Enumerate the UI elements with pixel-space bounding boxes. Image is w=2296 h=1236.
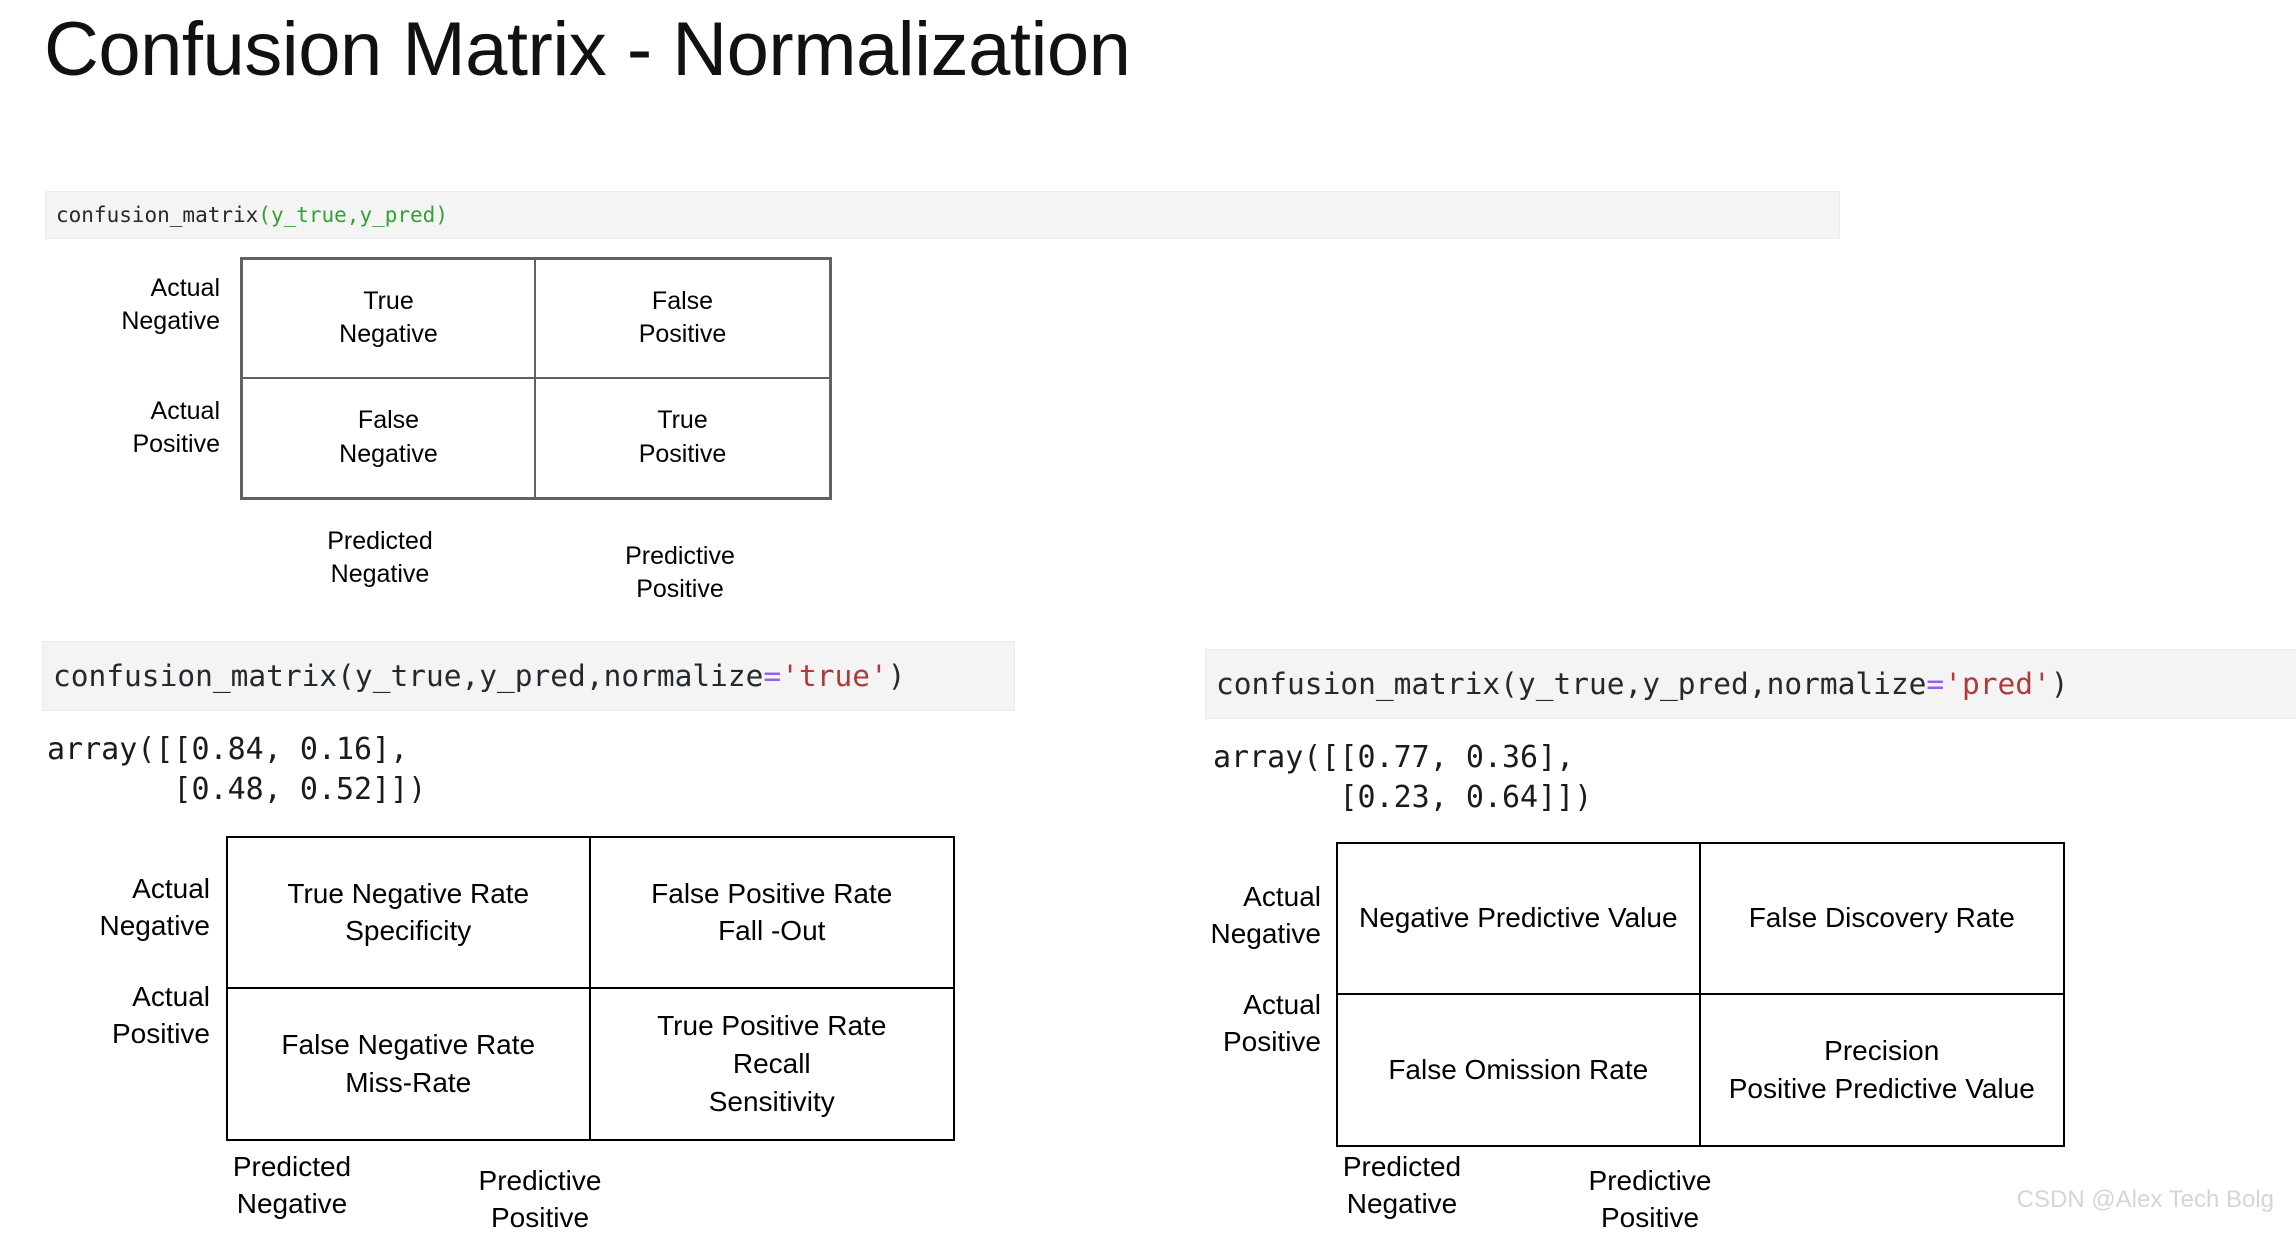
cell-text: Negative Predictive Value — [1358, 902, 1678, 934]
col-label-predictive-positive: Predictive Positive — [1588, 1165, 1712, 1234]
row-label-actual-negative: Actual Negative — [121, 274, 220, 336]
matrix-cell-true-negative: True Negative — [243, 260, 536, 379]
col-label-predictive-positive: Predictive Positive — [478, 1165, 602, 1234]
page-title: Confusion Matrix - Normalization — [44, 7, 1131, 92]
code-token-string-true: 'true' — [781, 659, 888, 693]
array-output-normalize-true: array([[0.84, 0.16], [0.48, 0.52]]) — [47, 732, 427, 807]
code-token-equals: = — [1926, 667, 1945, 701]
cell-text: False Negative Rate Miss-Rate — [281, 1029, 536, 1098]
code-token-close-paren: ) — [435, 203, 448, 227]
matrix-cell-precision: Precision Positive Predictive Value — [1701, 995, 2064, 1146]
code-token-call-prefix: confusion_matrix(y_true,y_pred,normalize — [53, 659, 764, 693]
cell-text: False Negative — [339, 406, 438, 468]
row-label-actual-negative: Actual Negative — [99, 873, 210, 942]
normalize-true-matrix-grid: True Negative Rate Specificity False Pos… — [226, 836, 955, 1141]
cell-text: False Positive Rate Fall -Out — [651, 877, 893, 947]
counts-matrix-grid: True Negative False Positive False Negat… — [240, 257, 832, 500]
cell-text: True Negative — [339, 286, 438, 349]
code-token-string-pred: 'pred' — [1944, 667, 2051, 701]
cell-text: False Omission Rate — [1388, 1053, 1649, 1085]
code-token-close-paren: ) — [2050, 667, 2069, 701]
matrix-cell-true-positive: True Positive — [536, 379, 829, 498]
col-label-predictive-positive: Predictive Positive — [625, 542, 735, 604]
cell-text: False Positive — [638, 286, 727, 349]
row-label-actual-positive: Actual Positive — [132, 397, 220, 459]
matrix-cell-false-discovery-rate: False Discovery Rate — [1700, 844, 2063, 995]
cell-text: True Negative Rate Specificity — [287, 877, 530, 947]
array-output-normalize-pred: array([[0.77, 0.36], [0.23, 0.64]]) — [1213, 740, 1593, 815]
code-block-confusion-matrix-plain: confusion_matrix(y_true,y_pred) — [45, 191, 1840, 239]
row-label-actual-positive: Actual Positive — [111, 981, 210, 1050]
code-token-call-prefix: confusion_matrix(y_true,y_pred,normalize — [1216, 667, 1927, 701]
code-block-normalize-true: confusion_matrix(y_true,y_pred,normalize… — [42, 641, 1015, 711]
col-label-predicted-negative: Predicted Negative — [327, 527, 433, 589]
code-token-arguments: y_true,y_pred — [270, 203, 436, 227]
matrix-cell-true-negative-rate: True Negative Rate Specificity — [228, 838, 591, 989]
code-token-function-name: confusion_matrix — [56, 203, 259, 227]
col-label-predicted-negative: Predicted Negative — [1342, 1151, 1462, 1220]
normalize-pred-matrix-grid: Negative Predictive Value False Discover… — [1336, 842, 2065, 1147]
row-label-actual-positive: Actual Positive — [1222, 989, 1321, 1058]
code-token-equals: = — [763, 659, 782, 693]
matrix-cell-false-negative-rate: False Negative Rate Miss-Rate — [228, 988, 591, 1139]
code-token-open-paren: ( — [258, 203, 271, 227]
csdn-watermark: CSDN @Alex Tech Bolg — [2016, 1186, 2274, 1213]
matrix-cell-false-negative: False Negative — [243, 378, 536, 497]
code-token-close-paren: ) — [887, 659, 906, 693]
matrix-cell-negative-predictive-value: Negative Predictive Value — [1338, 844, 1701, 995]
code-block-normalize-pred: confusion_matrix(y_true,y_pred,normalize… — [1205, 649, 2296, 719]
cell-text: True Positive — [638, 406, 727, 468]
cell-text: False Discovery Rate — [1748, 902, 2015, 934]
col-label-predicted-negative: Predicted Negative — [232, 1151, 352, 1220]
matrix-cell-false-positive-rate: False Positive Rate Fall -Out — [590, 838, 953, 989]
cell-text: Precision Positive Predictive Value — [1728, 1035, 2035, 1104]
matrix-cell-false-positive: False Positive — [536, 260, 829, 379]
row-label-actual-negative: Actual Negative — [1210, 881, 1321, 950]
cell-text: True Positive Rate Recall Sensitivity — [657, 1010, 887, 1117]
matrix-cell-true-positive-rate: True Positive Rate Recall Sensitivity — [591, 989, 954, 1140]
matrix-cell-false-omission-rate: False Omission Rate — [1338, 994, 1701, 1145]
